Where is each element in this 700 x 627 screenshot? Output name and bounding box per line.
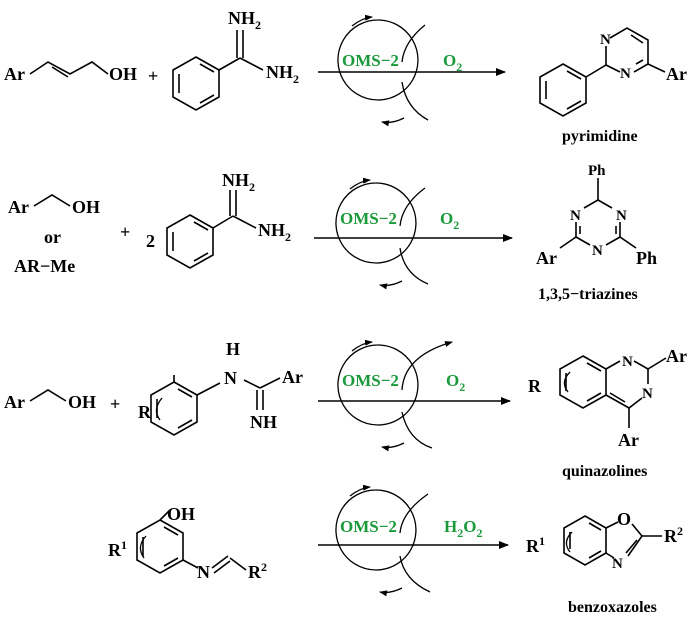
r1-ring-n-2: N xyxy=(620,66,631,82)
r1-catalyst-label: OMS−2 xyxy=(342,51,399,70)
r1-amidine-nh2-top: NH2 xyxy=(228,8,261,32)
r2-catalyst-label: OMS−2 xyxy=(340,209,397,228)
r3-cycle-right-top xyxy=(401,341,453,391)
r2-ring-n-1: N xyxy=(570,208,581,224)
r3-aryl-label: Ar xyxy=(4,392,25,412)
r3-amidine-h: H xyxy=(226,339,240,359)
r3-amidine-nh: NH xyxy=(250,412,277,432)
r1-oxidant-label: O2 xyxy=(443,51,462,74)
r3-product-name: quinazolines xyxy=(562,463,647,480)
r4-cycle-arrow-bottom xyxy=(379,587,403,597)
r1-cycle-left xyxy=(337,19,419,101)
r2-product-name: 1,3,5−triazines xyxy=(538,286,638,303)
r1-double-bond xyxy=(51,66,69,78)
r3-product-right-ar: Ar xyxy=(666,346,687,366)
r1-product-aryl: Ar xyxy=(666,64,687,84)
r4-hydroxyl-label: OH xyxy=(167,504,195,524)
r4-product-r2: R2 xyxy=(664,524,683,546)
r2-aryl-label: Ar xyxy=(8,197,29,217)
r4-product-o: O xyxy=(617,509,631,529)
r3-catalyst-label: OMS−2 xyxy=(342,371,399,390)
r3-cycle-arrow-top xyxy=(351,339,373,352)
r4-cycle-left xyxy=(335,489,417,571)
r2-cycle-right-bottom xyxy=(399,247,429,285)
r3-amidine-ar: Ar xyxy=(282,367,303,387)
r2-cycle-right-top xyxy=(399,187,426,227)
r3-ring-n-1: N xyxy=(622,354,633,370)
r2-or-label: or xyxy=(44,227,61,247)
r3-ring-substituent: R xyxy=(138,402,152,422)
r2-product-right-ph: Ph xyxy=(636,248,657,268)
r2-benzyl-chain xyxy=(33,194,71,207)
r3-ring-n-2: N xyxy=(642,386,653,402)
r3-oxidant-label: O2 xyxy=(446,371,465,394)
r2-cycle-arrow-top xyxy=(349,177,371,190)
r2-product-aryl: Ar xyxy=(536,248,557,268)
r1-benzamidine xyxy=(172,30,264,111)
r2-cycle-arrow-bottom xyxy=(379,280,403,290)
r1-amidine-nh2-right: NH2 xyxy=(266,62,299,86)
r4-r2-label: R2 xyxy=(248,560,267,582)
r4-catalyst-label: OMS−2 xyxy=(340,517,397,536)
r4-cycle-right-top xyxy=(399,493,429,534)
r4-product-n: N xyxy=(612,556,623,572)
r4-product-name: benzoxazoles xyxy=(568,599,657,616)
r3-cycle-left xyxy=(337,344,419,426)
r2-oxidant-label: O2 xyxy=(440,209,459,232)
r2-triazine-structure xyxy=(559,178,637,249)
r4-cycle-right-bottom xyxy=(399,555,431,593)
r1-allyl-chain xyxy=(29,61,109,75)
r3-plus: + xyxy=(110,394,120,414)
r3-product-bottom-ar: Ar xyxy=(618,430,639,450)
r3-product-substituent-arc xyxy=(563,371,571,393)
r2-amidine-nh2-right: NH2 xyxy=(258,220,291,244)
r4-r1-label: R1 xyxy=(108,538,127,560)
r1-cycle-arrow-bottom xyxy=(381,117,405,127)
r2-cycle-left xyxy=(335,182,417,264)
r2-amidine-nh2-top: NH2 xyxy=(222,170,255,194)
r4-product-r1: R1 xyxy=(526,534,545,556)
reaction-4: OH R1 N R2 OMS−2 H2O2 R1 O N R2 benzoxaz… xyxy=(108,484,683,616)
r2-plus: + xyxy=(120,222,130,242)
r1-plus: + xyxy=(148,66,158,86)
r4-product-substituent-arc xyxy=(565,531,573,553)
r1-product-name: pyrimidine xyxy=(562,128,638,145)
r1-pyrimidine-structure xyxy=(539,27,666,117)
reaction-1: Ar OH + NH2 NH2 OMS−2 O2 xyxy=(4,8,687,145)
r1-cycle-right-top xyxy=(401,24,426,63)
r4-imine-n: N xyxy=(197,562,210,582)
r4-benzoxazole-structure xyxy=(563,515,662,566)
r3-cycle-right-bottom xyxy=(401,411,433,449)
r1-ring-n-1: N xyxy=(600,32,611,48)
r3-amidine-n: N xyxy=(224,368,237,388)
r4-oxidant-label: H2O2 xyxy=(444,517,482,540)
r4-cycle-arrow-top xyxy=(349,484,371,497)
reaction-3: Ar OH + R H N Ar NH OMS−2 O2 xyxy=(4,339,687,480)
r2-product-top-ph: Ph xyxy=(588,163,606,179)
r2-alt-reactant: AR−Me xyxy=(14,256,75,276)
r3-quinazoline-structure xyxy=(559,355,667,428)
r1-hydroxyl-label: OH xyxy=(109,64,137,84)
r4-imine-phenol xyxy=(136,509,247,574)
r1-cycle-right-bottom xyxy=(401,81,429,121)
r4-substituent-arc xyxy=(139,535,147,559)
r2-benzamidine xyxy=(166,190,257,269)
r3-cycle-arrow-bottom xyxy=(381,442,405,452)
r1-aryl-label: Ar xyxy=(4,64,25,84)
r1-cycle-arrow-top xyxy=(351,14,373,27)
r2-hydroxyl-label: OH xyxy=(72,197,100,217)
r2-ring-n-2: N xyxy=(616,208,627,224)
r3-benzyl-chain xyxy=(29,389,67,402)
r3-aryl-amidine xyxy=(150,375,281,436)
reaction-2: Ar OH or AR−Me + 2 NH2 NH2 OMS−2 O2 xyxy=(8,163,657,303)
r2-coefficient: 2 xyxy=(146,231,155,251)
r3-substituent-arc xyxy=(155,397,163,421)
r3-product-r: R xyxy=(528,376,542,396)
r2-ring-n-3: N xyxy=(592,243,603,259)
r3-hydroxyl-label: OH xyxy=(68,392,96,412)
